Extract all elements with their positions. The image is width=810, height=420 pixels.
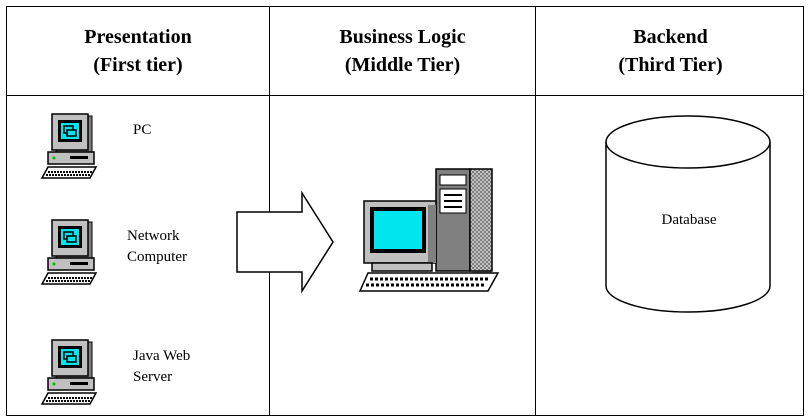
client-label-line2: Server xyxy=(133,369,173,385)
database-label: Database xyxy=(661,212,717,228)
column-title: Presentation xyxy=(84,26,192,48)
column-subtitle: (Middle Tier) xyxy=(344,54,461,76)
desktop-computer-icon xyxy=(41,219,97,285)
column-title: Backend xyxy=(633,26,708,48)
column-divider-1 xyxy=(269,7,270,415)
tower-computer-icon xyxy=(358,168,500,292)
desktop-computer-icon xyxy=(41,113,97,179)
column-divider-2 xyxy=(535,7,536,415)
column-header-presentation: Presentation (First tier) xyxy=(7,7,269,95)
database-cylinder-icon xyxy=(605,115,771,313)
client-label-line2: Computer xyxy=(127,249,187,265)
right-arrow-icon xyxy=(236,190,334,294)
column-subtitle: (Third Tier) xyxy=(618,54,723,76)
client-label-network-computer: Network Computer xyxy=(127,226,187,268)
desktop-computer-icon xyxy=(41,339,97,405)
column-header-business-logic: Business Logic (Middle Tier) xyxy=(270,7,535,95)
client-label-line1: Network xyxy=(127,228,180,244)
client-label-line1: PC xyxy=(133,122,152,138)
column-header-backend: Backend (Third Tier) xyxy=(536,7,805,95)
client-label-pc: PC xyxy=(133,120,151,141)
header-divider xyxy=(7,95,803,96)
column-title: Business Logic xyxy=(339,26,466,48)
three-tier-diagram: Presentation (First tier) Business Logic… xyxy=(6,6,804,416)
column-subtitle: (First tier) xyxy=(93,54,183,76)
client-label-line1: Java Web xyxy=(133,348,191,364)
client-label-java-web-server: Java Web Server xyxy=(133,346,190,388)
